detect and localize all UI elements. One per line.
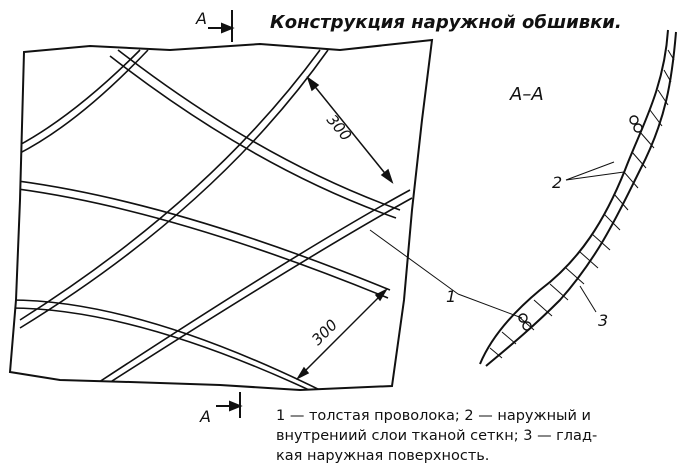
figure-caption: 1 — толстая проволока; 2 — наружный и вн…	[276, 406, 681, 466]
wire-down-2a	[10, 179, 391, 291]
section-profile	[479, 29, 677, 367]
caption-line-1: 1 — толстая проволока; 2 — наружный и	[276, 408, 591, 424]
leader-lines	[369, 161, 625, 319]
figure-title: Конструкция наружной обшивки.	[270, 12, 622, 33]
skin-panel	[8, 38, 434, 392]
callout-3: 3	[598, 311, 608, 330]
wire-up-2b	[19, 49, 329, 329]
dimension-upper	[306, 76, 394, 184]
panel-outline	[8, 38, 434, 392]
dimension-lower-label: 300	[308, 316, 341, 349]
callout-2: 2	[552, 173, 562, 192]
wire-down-2b	[10, 187, 389, 299]
profile-hatching	[489, 49, 675, 359]
wire-down-3a	[10, 299, 331, 390]
wire-down-1b	[109, 55, 397, 219]
section-marker-bottom-label: A	[199, 407, 211, 426]
wire-up-3a	[89, 189, 411, 389]
section-marker-top-label: A	[195, 9, 207, 28]
wire-up-2a	[19, 49, 321, 321]
profile-inner-edge	[485, 31, 677, 367]
section-marker-top	[208, 10, 235, 42]
section-label: A–A	[509, 84, 544, 105]
dimension-upper-label: 300	[323, 111, 355, 145]
caption-line-3: кая наружная поверхность.	[276, 448, 490, 464]
wire-down-1a	[117, 49, 401, 211]
section-marker-bottom	[216, 392, 243, 418]
wire-section-lower	[518, 313, 532, 331]
wire-up-1b	[10, 49, 149, 159]
dimension-lower	[296, 288, 388, 380]
wire-up-1a	[10, 49, 141, 151]
wire-down-3b	[10, 307, 323, 390]
wire-up-3b	[97, 197, 413, 390]
wire-section-upper	[629, 115, 643, 133]
callout-1: 1	[446, 287, 456, 306]
caption-line-2: внутрениий слои тканой сеткн; 3 — глад-	[276, 428, 598, 444]
profile-outer-edge	[479, 29, 669, 365]
